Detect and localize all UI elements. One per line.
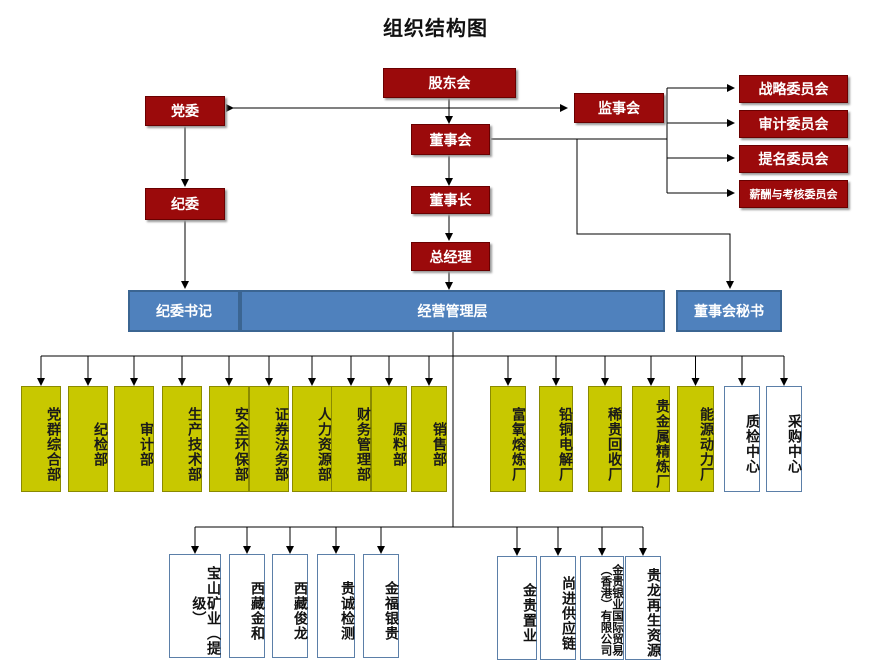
node-zhanlue-committee[interactable]: 战略委员会 [739, 75, 848, 103]
node-timing-committee[interactable]: 提名委员会 [739, 145, 848, 173]
node-shenji-committee[interactable]: 审计委员会 [739, 110, 848, 138]
center-box[interactable]: 采购中心 [766, 386, 802, 492]
subsidiary-box[interactable]: 贵龙再生资源 [625, 556, 661, 660]
dept-box[interactable]: 党群综合部 [21, 386, 61, 492]
dept-box[interactable]: 财务管理部 [331, 386, 371, 492]
subsidiary-box[interactable]: 尚进供应链 [540, 556, 576, 660]
dept-box[interactable]: 证券法务部 [249, 386, 289, 492]
node-zongjingli[interactable]: 总经理 [411, 242, 490, 271]
subsidiary-box[interactable]: 西藏俊龙 [272, 554, 308, 658]
subsidiary-box[interactable]: 金贵银业国际贸易（香港）有限公司 [580, 556, 625, 660]
node-jianshihui[interactable]: 监事会 [574, 93, 664, 123]
node-jiwei-shuji[interactable]: 纪委书记 [128, 290, 240, 332]
dept-box[interactable]: 销售部 [411, 386, 447, 492]
plant-box[interactable]: 能源动力厂 [677, 386, 714, 492]
plant-box[interactable]: 铅铜电解厂 [539, 386, 573, 492]
center-box[interactable]: 质检中心 [724, 386, 760, 492]
dept-box[interactable]: 生产技术部 [162, 386, 202, 492]
subsidiary-box[interactable]: 贵诚检测 [317, 554, 355, 658]
plant-box[interactable]: 富氧熔炼厂 [490, 386, 526, 492]
chart-title: 组织结构图 [383, 16, 488, 40]
plant-box[interactable]: 稀贵回收厂 [588, 386, 622, 492]
node-jiwei[interactable]: 纪委 [145, 188, 225, 220]
node-xinchou-committee[interactable]: 薪酬与考核委员会 [739, 180, 848, 208]
node-dongshihui-mishu[interactable]: 董事会秘书 [676, 290, 782, 332]
node-dangwei[interactable]: 党委 [145, 96, 225, 126]
node-dongshihui[interactable]: 董事会 [411, 124, 490, 155]
subsidiary-box[interactable]: 金贵置业 [497, 556, 537, 660]
subsidiary-box[interactable]: 宝山矿业（提级） [169, 554, 221, 658]
dept-box[interactable]: 原料部 [371, 386, 407, 492]
dept-box[interactable]: 纪检部 [68, 386, 108, 492]
subsidiary-box[interactable]: 金福银贵 [363, 554, 399, 658]
subsidiary-box[interactable]: 西藏金和 [229, 554, 265, 658]
node-gudonghui[interactable]: 股东会 [383, 68, 516, 98]
node-dongshizhang[interactable]: 董事长 [411, 186, 490, 214]
dept-box[interactable]: 审计部 [114, 386, 154, 492]
dept-box[interactable]: 安全环保部 [209, 386, 249, 492]
plant-box[interactable]: 贵金属精炼厂 [632, 386, 670, 492]
node-jingying-guanliceng[interactable]: 经营管理层 [240, 290, 665, 332]
dept-box[interactable]: 人力资源部 [292, 386, 332, 492]
